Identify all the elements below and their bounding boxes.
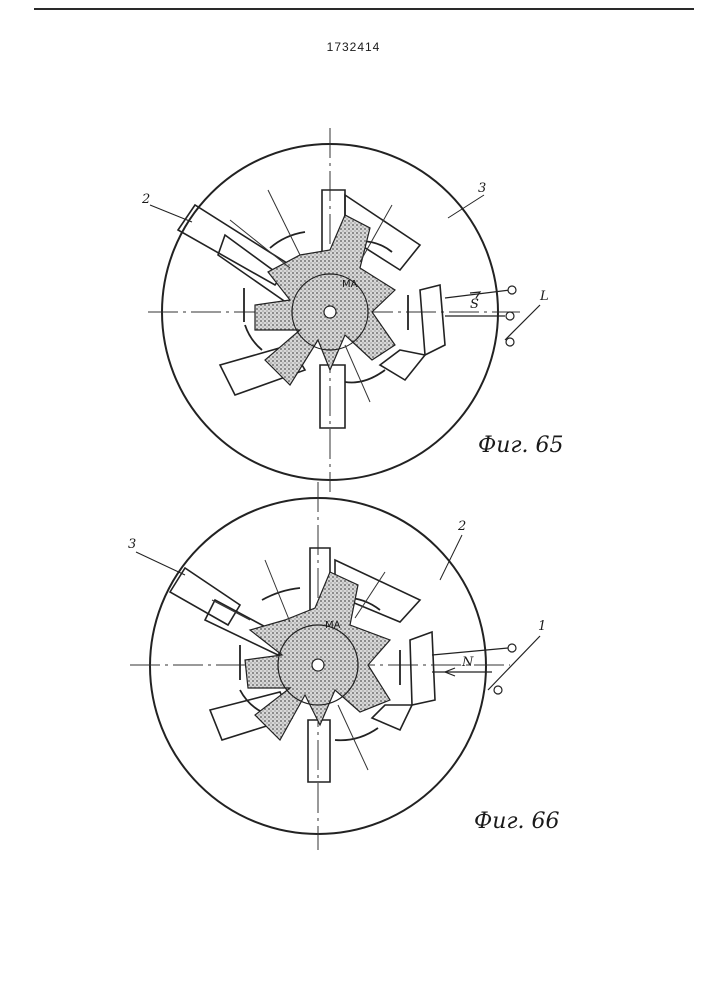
figure-65: 2 3 L S MA Фиг. 65	[141, 128, 564, 492]
label-rotor: MA	[325, 620, 341, 631]
label-arrow: S	[470, 297, 479, 312]
label-2: 2	[141, 192, 150, 207]
rotor-hatched	[255, 215, 395, 385]
label-2: 2	[457, 519, 466, 534]
label-rotor: MA	[342, 279, 358, 290]
label-arrow: N	[461, 655, 474, 670]
label-3: 3	[128, 537, 136, 552]
label-3: 3	[478, 181, 486, 196]
label-terminal: 1	[538, 619, 546, 634]
figure-caption: Фиг. 65	[478, 433, 564, 458]
figure-66: 3 2 1 N MA Фиг. 66	[128, 482, 560, 850]
figure-caption: Фиг. 66	[474, 809, 560, 834]
label-terminal: L	[539, 289, 549, 304]
terminal-leads	[445, 286, 540, 346]
